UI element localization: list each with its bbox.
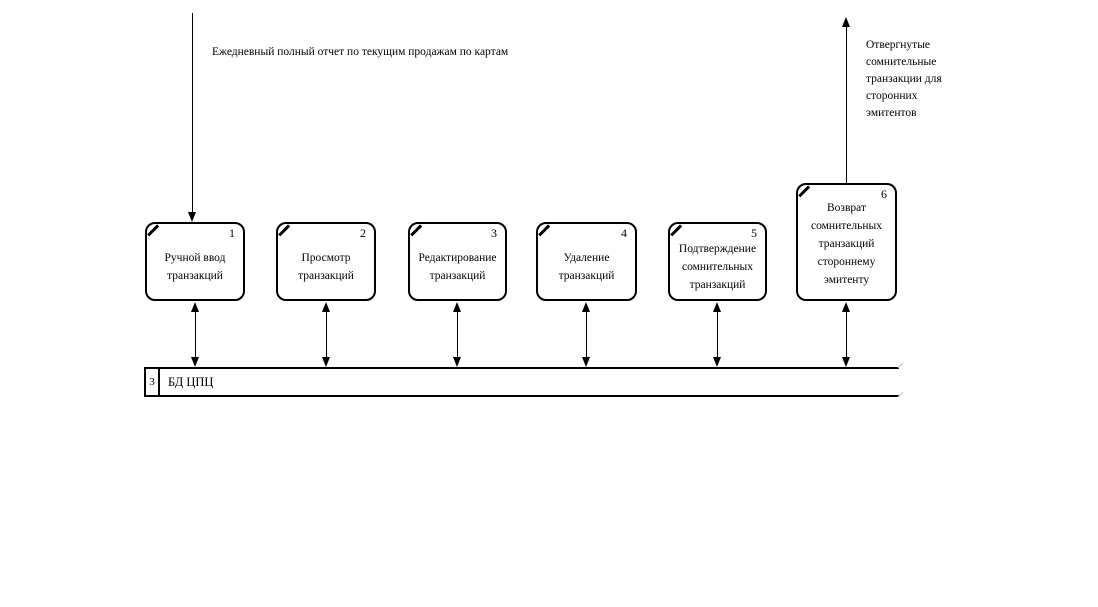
input-flow-label: Ежедневный полный отчет по текущим прода… xyxy=(212,46,509,58)
process-box-6: 6 Возврат сомнительных транзакций сторон… xyxy=(796,183,897,301)
process-label: Просмотр транзакций xyxy=(298,251,354,282)
process-box-4: 4 Удаление транзакций xyxy=(536,222,637,301)
process-label: Удаление транзакций xyxy=(558,251,615,282)
input-flow-arrow-line xyxy=(192,13,193,212)
arrow-line xyxy=(717,311,718,358)
process-box-2: 2 Просмотр транзакций xyxy=(276,222,376,301)
output-flow-label: Отвергнутые сомнительные транзакции для … xyxy=(866,39,942,119)
arrowhead-down-icon xyxy=(191,357,199,367)
input-flow-arrowhead-icon xyxy=(188,212,196,222)
arrowhead-up-icon xyxy=(842,302,850,312)
process-box-1: 1 Ручной ввод транзакций xyxy=(145,222,245,301)
arrowhead-down-icon xyxy=(322,357,330,367)
output-flow-arrowhead-icon xyxy=(842,17,850,27)
arrowhead-up-icon xyxy=(713,302,721,312)
process-number: 6 xyxy=(881,187,887,201)
datastore-open-end-mark xyxy=(897,362,904,369)
corner-fold-mark xyxy=(410,224,422,237)
arrow-line xyxy=(195,311,196,358)
arrowhead-up-icon xyxy=(191,302,199,312)
arrowhead-up-icon xyxy=(582,302,590,312)
process-box-5: 5 Подтверждение сомнительных транзакций xyxy=(668,222,767,301)
arrowhead-up-icon xyxy=(322,302,330,312)
process-number: 3 xyxy=(491,226,497,240)
process-label: Подтверждение сомнительных транзакций xyxy=(678,242,757,291)
process-number: 5 xyxy=(751,226,757,240)
corner-fold-mark xyxy=(538,224,550,237)
arrow-line xyxy=(457,311,458,358)
arrow-line xyxy=(846,311,847,358)
process-label: Возврат сомнительных транзакций сторонне… xyxy=(811,202,882,286)
corner-fold-mark xyxy=(278,224,290,237)
process-label: Ручной ввод транзакций xyxy=(164,251,226,282)
process-box-3: 3 Редактирование транзакций xyxy=(408,222,507,301)
datastore-number: 3 xyxy=(146,369,160,395)
arrowhead-down-icon xyxy=(842,357,850,367)
corner-fold-mark xyxy=(147,224,159,237)
arrowhead-down-icon xyxy=(582,357,590,367)
arrow-line xyxy=(586,311,587,358)
corner-fold-mark xyxy=(670,224,682,237)
arrowhead-up-icon xyxy=(453,302,461,312)
process-number: 4 xyxy=(621,226,627,240)
arrow-line xyxy=(326,311,327,358)
output-flow-arrow-line xyxy=(846,27,847,183)
process-number: 1 xyxy=(229,226,235,240)
arrowhead-down-icon xyxy=(453,357,461,367)
datastore-bar: 3 БД ЦПЦ xyxy=(144,367,899,397)
process-number: 2 xyxy=(360,226,366,240)
arrowhead-down-icon xyxy=(713,357,721,367)
process-label: Редактирование транзакций xyxy=(418,251,497,282)
datastore-label: БД ЦПЦ xyxy=(168,374,214,389)
